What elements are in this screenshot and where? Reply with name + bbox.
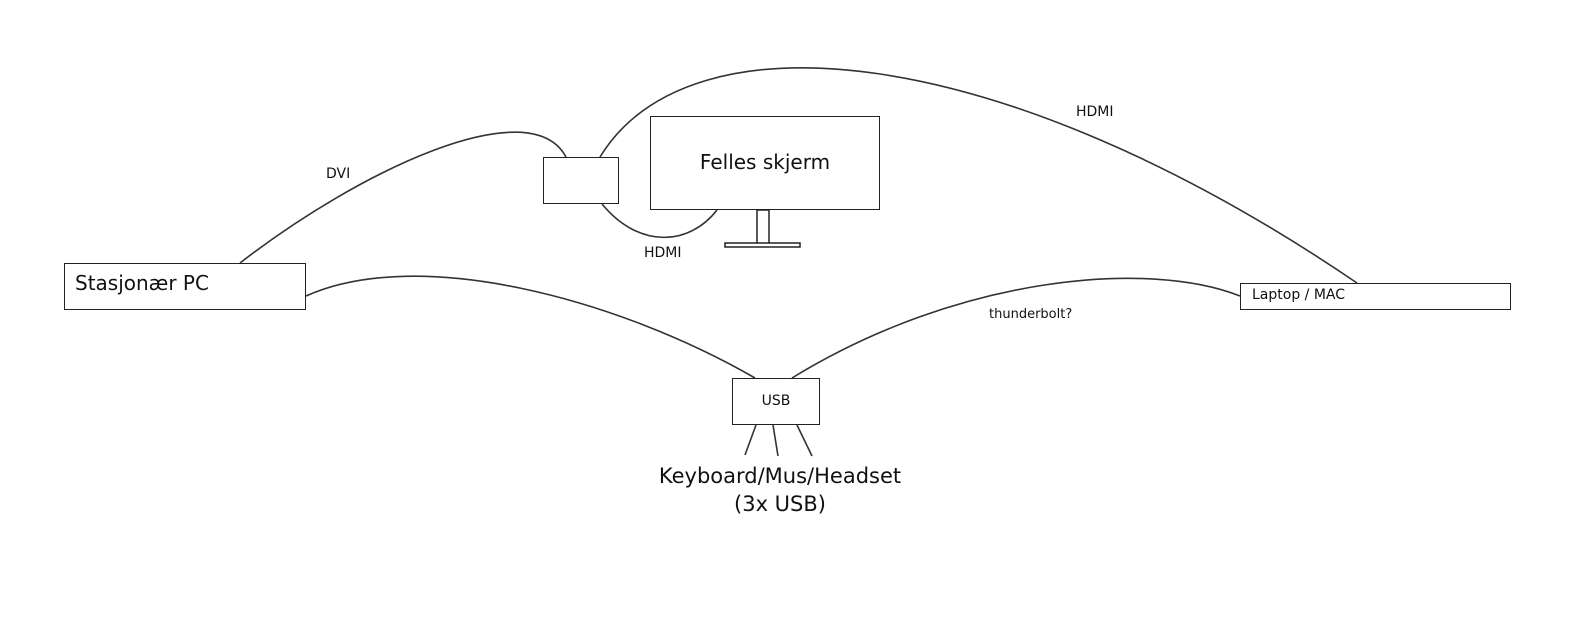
peripherals-label-line1: Keyboard/Mus/Headset — [658, 464, 902, 488]
hdmi-laptop-connection-label: HDMI — [1076, 104, 1114, 120]
connector-hdmi-monitor — [601, 203, 718, 239]
dvi-connection-label: DVI — [326, 166, 351, 182]
stasjonaer-pc-label: Stasjonær PC — [75, 271, 209, 295]
hdmi-monitor-connection-label: HDMI — [644, 245, 682, 261]
monitor-stand-neck — [756, 209, 770, 245]
usb-hub-label: USB — [761, 393, 791, 409]
stasjonaer-pc-node: Stasjonær PC — [64, 263, 306, 310]
usb-cable-3 — [796, 424, 813, 457]
monitor-label: Felles skjerm — [699, 150, 831, 174]
laptop-mac-node: Laptop / MAC — [1240, 283, 1511, 310]
peripherals-label: Keyboard/Mus/Headset (3x USB) — [630, 462, 930, 518]
connector-dvi — [239, 131, 567, 264]
monitor-node: Felles skjerm — [650, 116, 880, 210]
laptop-mac-label: Laptop / MAC — [1252, 287, 1346, 303]
usb-cable-1 — [744, 424, 757, 456]
monitor-stand-base — [724, 242, 801, 248]
switch-box-node — [543, 157, 619, 204]
peripherals-label-line2: (3x USB) — [734, 492, 826, 516]
usb-cable-2 — [772, 424, 779, 457]
usb-hub-node: USB — [732, 378, 820, 425]
thunderbolt-connection-label: thunderbolt? — [989, 307, 1073, 322]
connector-thunderbolt — [791, 277, 1241, 379]
connector-hdmi-laptop — [599, 67, 1358, 284]
connector-pc-usb — [305, 275, 756, 379]
